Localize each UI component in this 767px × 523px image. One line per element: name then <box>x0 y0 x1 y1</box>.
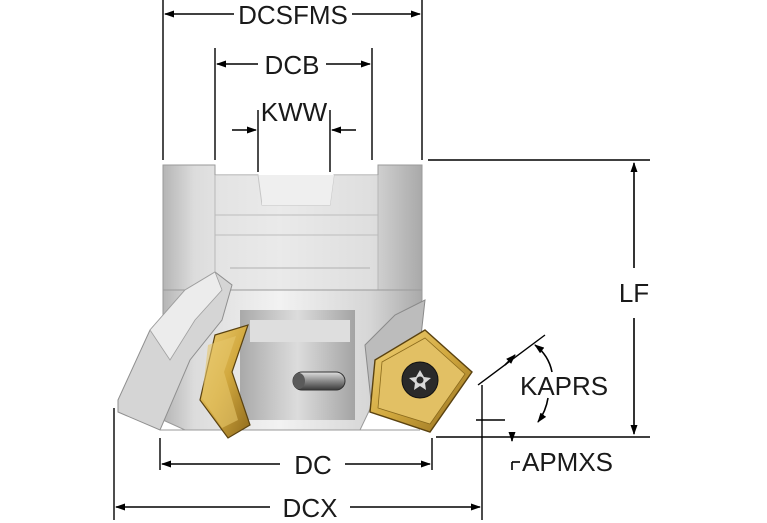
label-lf: LF <box>619 278 649 308</box>
label-dcb: DCB <box>265 50 320 80</box>
label-dcsfms: DCSFMS <box>238 0 348 30</box>
label-kww: KWW <box>261 97 328 127</box>
label-dcx: DCX <box>283 493 338 523</box>
dimension-lines <box>113 0 650 520</box>
label-apmxs: APMXS <box>522 447 613 477</box>
coolant-pin <box>292 371 346 391</box>
label-kaprs: KAPRS <box>520 371 608 401</box>
label-dc: DC <box>294 450 332 480</box>
left-insert <box>199 324 251 439</box>
right-insert <box>369 329 473 433</box>
